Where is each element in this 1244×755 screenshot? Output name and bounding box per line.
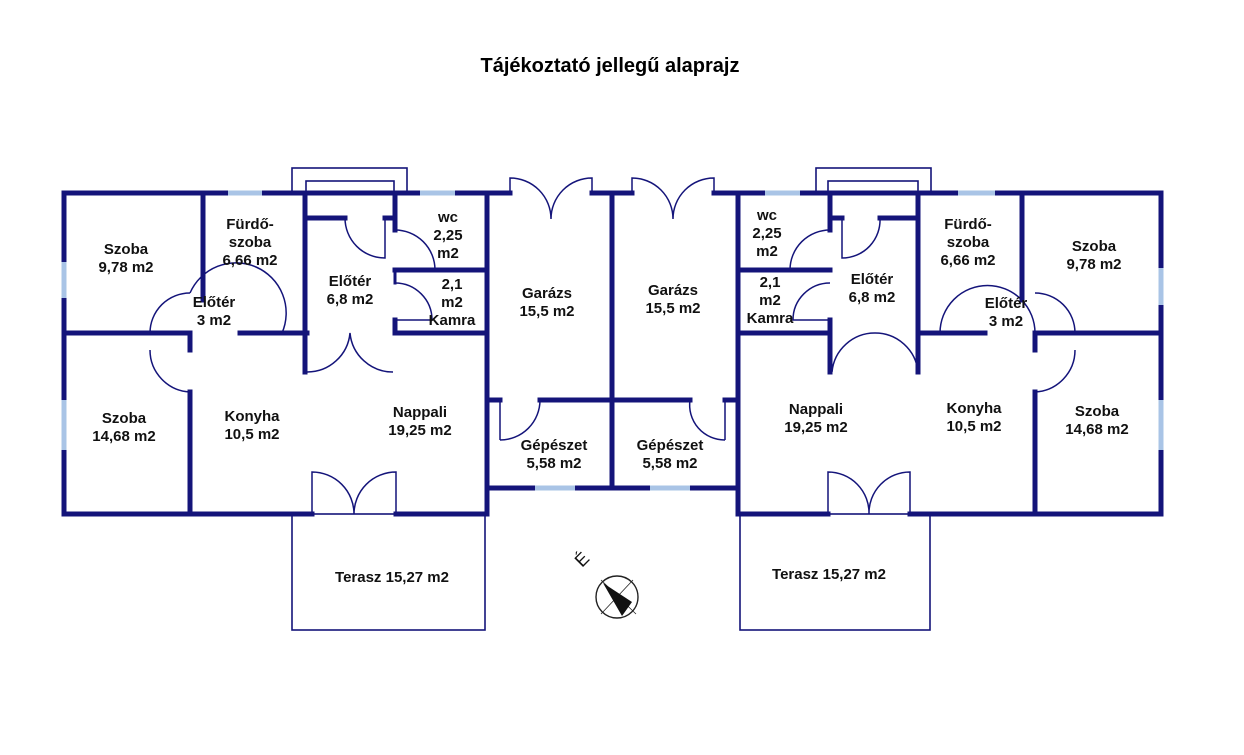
room-label-line: Előtér [329,273,372,290]
compass-north-label: É [571,548,594,571]
room-label-line: 9,78 m2 [98,259,153,276]
room-label-line: Szoba [1075,403,1120,420]
room-label-line: wc [756,207,777,224]
entrance-canopies [291,167,932,194]
room-label-line: 6,66 m2 [940,252,995,269]
room-label-line: Terasz 15,27 m2 [772,566,886,583]
left-terrace [291,513,486,631]
room-label-line: 2,1 [442,276,463,293]
room-label-line: 6,8 m2 [327,291,374,308]
room-label-line: 6,8 m2 [849,289,896,306]
room-label-line: 10,5 m2 [946,418,1001,435]
room-label-line: Konyha [946,400,1002,417]
room-label-line: wc [437,209,458,226]
room-label-line: 14,68 m2 [92,428,155,445]
room-label-line: 15,5 m2 [645,300,700,317]
room-label-line: Kamra [429,312,476,329]
room-label-line: 15,5 m2 [519,303,574,320]
room-label-line: 2,25 [752,225,781,242]
room-label-line: Konyha [224,408,280,425]
windows [61,190,1164,491]
room-label-l-terasz: Terasz 15,27 m2 [335,569,449,586]
right-terrace [739,513,931,631]
room-label-line: m2 [441,294,463,311]
room-label-line: szoba [947,234,990,251]
terraces [291,513,931,631]
room-label-line: 2,25 [433,227,462,244]
room-label-line: 2,1 [760,274,781,291]
room-label-line: m2 [437,245,459,262]
room-label-line: Előtér [851,271,894,288]
room-label-line: 5,58 m2 [526,455,581,472]
room-label-line: Nappali [393,404,447,421]
room-label-line: Szoba [102,410,147,427]
room-label-line: Szoba [104,241,149,258]
room-label-line: 6,66 m2 [222,252,277,269]
room-label-line: Fürdő- [944,216,991,233]
room-label-line: Gépészet [637,437,704,454]
room-label-line: Garázs [522,285,572,302]
room-label-line: Terasz 15,27 m2 [335,569,449,586]
room-label-line: 19,25 m2 [784,419,847,436]
room-label-r-terasz: Terasz 15,27 m2 [772,566,886,583]
room-label-line: Szoba [1072,238,1117,255]
room-label-line: m2 [756,243,778,260]
walls [61,190,1164,517]
room-label-line: Fürdő- [226,216,273,233]
room-label-line: 19,25 m2 [388,422,451,439]
room-label-line: 10,5 m2 [224,426,279,443]
room-label-line: Előtér [193,294,236,311]
room-label-line: Kamra [747,310,794,327]
room-label-line: 9,78 m2 [1066,256,1121,273]
doors [149,177,1076,515]
room-label-line: 3 m2 [197,312,231,329]
room-label-line: Nappali [789,401,843,418]
room-label-line: 5,58 m2 [642,455,697,472]
room-label-line: 3 m2 [989,313,1023,330]
room-label-line: szoba [229,234,272,251]
plan-title: Tájékoztató jellegű alaprajz [481,55,740,77]
room-label-line: Garázs [648,282,698,299]
room-label-line: Előtér [985,295,1028,312]
room-label-line: m2 [759,292,781,309]
north-arrow-icon: É [571,548,639,619]
room-label-line: 14,68 m2 [1065,421,1128,438]
room-label-line: Gépészet [521,437,588,454]
